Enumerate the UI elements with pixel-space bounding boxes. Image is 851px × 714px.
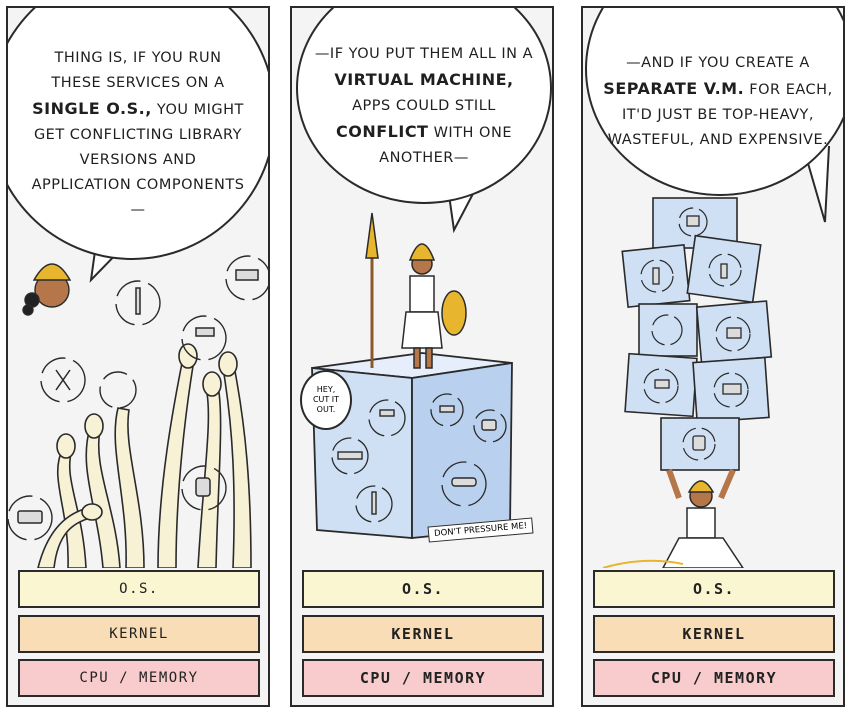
vm-cube	[638, 303, 698, 357]
screwdriver-icon	[686, 215, 700, 227]
os-layer: O.S.	[593, 570, 835, 608]
kernel-layer: KERNEL	[18, 615, 260, 653]
speech-run: FOR EACH, IT'D JUST BE TOP-HEAVY, WASTEF…	[607, 82, 833, 148]
axe-icon	[379, 409, 395, 417]
cpu-memory-layer: CPU / MEMORY	[18, 659, 260, 697]
pliers-icon	[55, 369, 71, 391]
os-label: O.S.	[692, 580, 736, 598]
hammer-icon	[654, 379, 670, 389]
os-layer: O.S.	[302, 570, 544, 608]
speech-bubble: —IF YOU PUT THEM ALL IN A VIRTUAL MACHIN…	[296, 8, 552, 204]
drill-icon	[481, 419, 497, 431]
speech-tail	[801, 146, 831, 223]
arm	[222, 365, 252, 568]
os-label: O.S.	[119, 581, 159, 597]
screwdriver-icon	[720, 263, 728, 279]
speech-emphasis: VIRTUAL MACHINE,	[334, 69, 514, 89]
arm	[114, 407, 145, 568]
hero-kneeling	[602, 468, 744, 568]
hammer-icon	[195, 327, 215, 337]
speech-text: —IF YOU PUT THEM ALL IN A VIRTUAL MACHIN…	[314, 42, 534, 171]
speech-run: APPS COULD STILL	[352, 97, 496, 114]
saw-icon	[235, 269, 259, 281]
arm	[85, 427, 121, 568]
comic-panel-1: THING IS, IF YOU RUN THESE SERVICES ON A…	[6, 6, 270, 707]
cpu-memory-layer: CPU / MEMORY	[593, 659, 835, 697]
drill-icon	[692, 435, 706, 451]
arm	[157, 357, 195, 568]
speech-text: THING IS, IF YOU RUN THESE SERVICES ON A…	[28, 46, 248, 223]
speech-bubble: —AND IF YOU CREATE A SEPARATE V.M. FOR E…	[585, 8, 843, 196]
saw-icon	[337, 451, 363, 460]
arm	[197, 385, 222, 568]
comic-panel-3: —AND IF YOU CREATE A SEPARATE V.M. FOR E…	[581, 6, 845, 707]
screwdriver-icon	[135, 287, 141, 315]
cpu-memory-label: CPU / MEMORY	[359, 669, 487, 687]
wrench-icon	[652, 267, 660, 285]
cpu-memory-label: CPU / MEMORY	[650, 669, 778, 687]
speech-run: WITH ONE ANOTHER—	[379, 124, 512, 166]
speech-run: —AND IF YOU CREATE A	[626, 55, 810, 71]
panel-1-artwork	[8, 255, 268, 568]
wrench-icon	[451, 477, 477, 487]
arm	[56, 447, 87, 568]
vm-cube-stack	[621, 197, 773, 471]
panel-3-artwork	[602, 197, 773, 568]
speech-run: —IF YOU PUT THEM ALL IN A	[314, 45, 534, 62]
wrench-icon	[726, 327, 742, 339]
hammer-icon	[439, 405, 455, 413]
speech-emphasis: SINGLE O.S.,	[32, 98, 152, 118]
os-layer: O.S.	[18, 570, 260, 608]
comic-panel-2: —IF YOU PUT THEM ALL IN A VIRTUAL MACHIN…	[290, 6, 554, 707]
small-bubble-text: HEY, CUT IT OUT.	[312, 385, 340, 414]
kernel-layer: KERNEL	[593, 615, 835, 653]
os-label: O.S.	[401, 580, 445, 598]
saw-icon	[722, 383, 742, 395]
kernel-label: KERNEL	[391, 625, 455, 643]
hero-peeking	[22, 263, 72, 316]
cpu-memory-layer: CPU / MEMORY	[302, 659, 544, 697]
screwdriver-icon	[371, 491, 377, 515]
speech-run: YOU MIGHT GET CONFLICTING LIBRARY VERSIO…	[31, 101, 245, 218]
drill-icon	[17, 510, 43, 524]
kernel-label: KERNEL	[682, 625, 746, 643]
speech-text: —AND IF YOU CREATE A SEPARATE V.M. FOR E…	[603, 51, 833, 153]
speech-emphasis: SEPARATE V.M.	[603, 79, 745, 98]
speech-bubble: THING IS, IF YOU RUN THESE SERVICES ON A…	[8, 8, 268, 260]
speech-emphasis: CONFLICT	[336, 121, 429, 141]
cpu-memory-label: CPU / MEMORY	[79, 670, 199, 686]
kernel-layer: KERNEL	[302, 615, 544, 653]
panel-2-artwork	[311, 212, 513, 539]
speech-run: THING IS, IF YOU RUN THESE SERVICES ON A	[51, 49, 225, 91]
hero-standing	[365, 212, 467, 369]
small-speech-bubble: HEY, CUT IT OUT.	[300, 370, 352, 430]
kernel-label: KERNEL	[109, 626, 169, 642]
wrench-icon	[195, 477, 211, 497]
